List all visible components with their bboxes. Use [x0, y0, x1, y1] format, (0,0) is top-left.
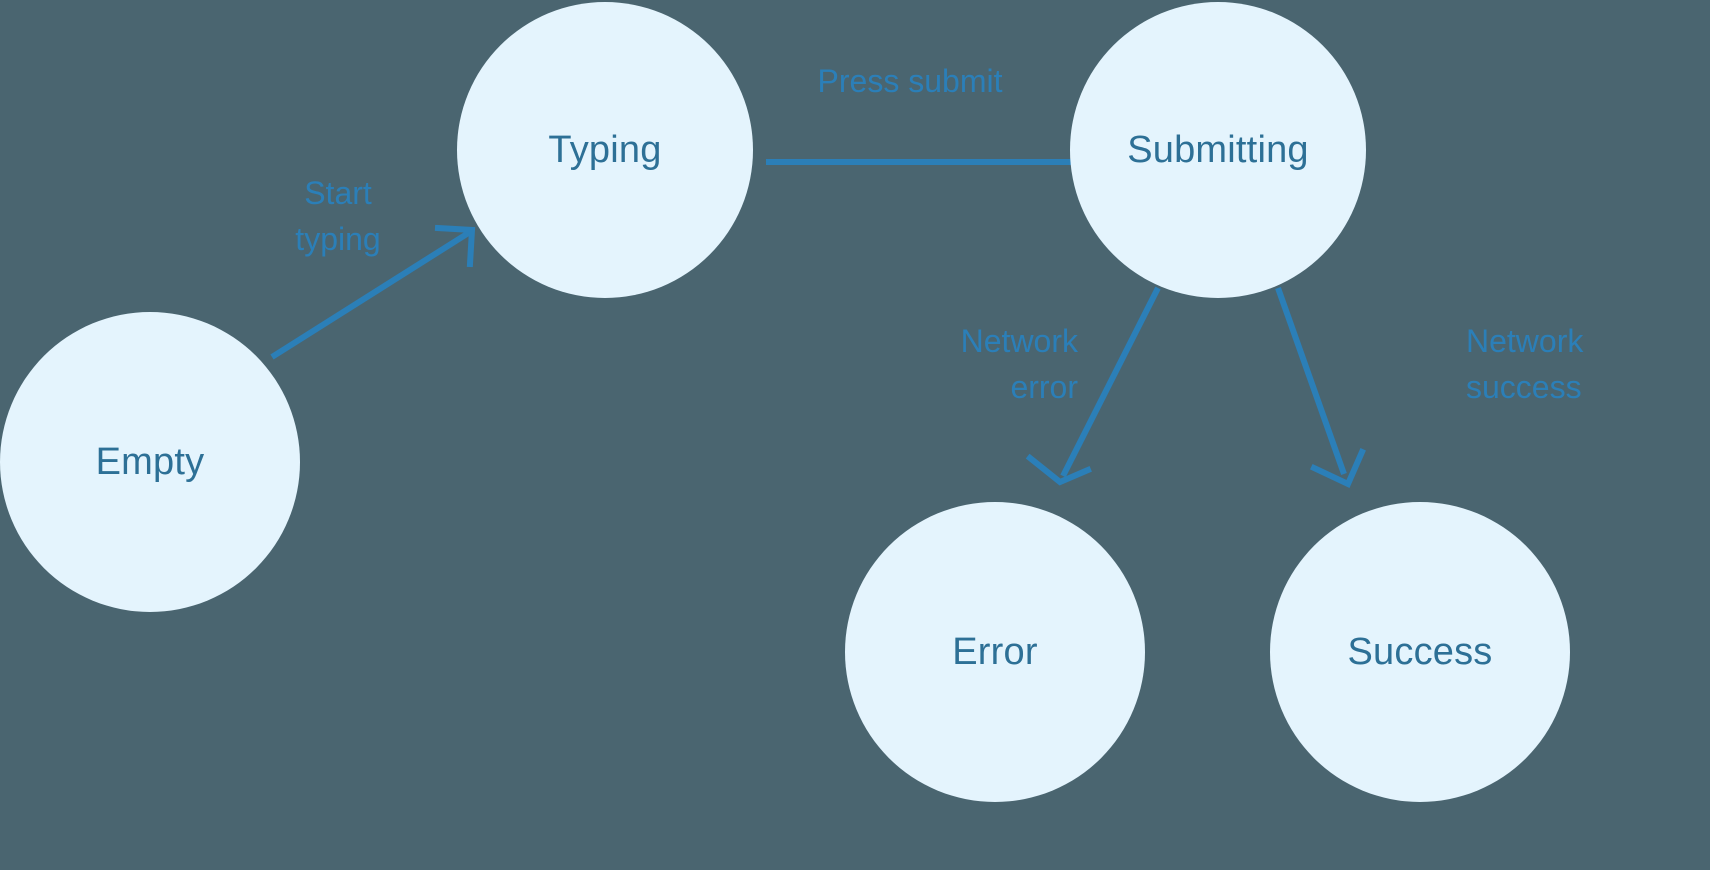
edge-label-network-success: Network success — [1466, 323, 1584, 406]
state-node-label: Success — [1347, 631, 1493, 673]
state-node-label: Error — [952, 631, 1038, 673]
edge-label-network-error: Network error — [960, 323, 1078, 406]
state-node-label: Empty — [95, 441, 205, 483]
state-node-label: Typing — [548, 129, 662, 171]
edge-label-press-submit: Press submit — [817, 63, 1003, 99]
state-node-submitting[interactable]: Submitting — [1070, 2, 1366, 298]
state-node-label: Submitting — [1127, 129, 1309, 171]
state-node-success[interactable]: Success — [1270, 502, 1570, 802]
state-node-typing[interactable]: Typing — [457, 2, 753, 298]
state-node-empty[interactable]: Empty — [0, 312, 300, 612]
edge-submitting-to-success — [1275, 286, 1366, 489]
edge-empty-to-typing — [270, 224, 476, 360]
state-node-error[interactable]: Error — [845, 502, 1145, 802]
edge-submitting-to-error — [1025, 286, 1161, 486]
edge-label-start-typing: Start typing — [295, 175, 381, 258]
